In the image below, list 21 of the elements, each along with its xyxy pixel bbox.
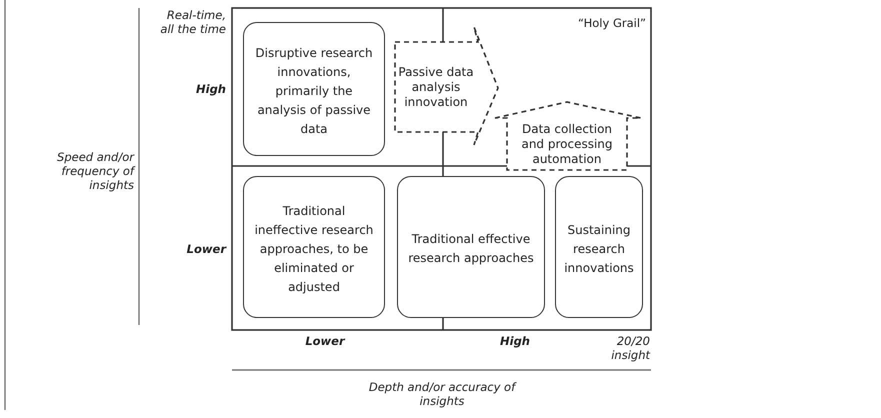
axis-end-label: 20/20 insight (610, 334, 650, 362)
rounded-box (243, 176, 385, 318)
axis-tick-label: Lower (304, 334, 346, 348)
axis-title: Speed and/or frequency of insights (56, 150, 134, 192)
axis-tick-label: High (499, 334, 531, 348)
rounded-box (243, 22, 385, 156)
node-text: Passive data analysis innovation (398, 64, 474, 110)
axis-end-label: Real-time, all the time (159, 8, 226, 36)
axis-title: Depth and/or accuracy of insights (368, 380, 518, 408)
rounded-box (397, 176, 545, 318)
dashed-house-shape (493, 100, 643, 172)
axis-tick-label: High (195, 82, 226, 96)
node-text: Disruptive research innovations, primarily the analysis of passive data (255, 46, 373, 136)
node-text: Traditional effective research approaches (408, 232, 534, 265)
dashed-arrow-shape (393, 26, 501, 146)
rounded-box (555, 176, 643, 318)
node-text: Data collection and processing automation (520, 122, 614, 166)
node-text: Sustaining research innovations (564, 222, 634, 274)
axis-tick-label: Lower (186, 242, 226, 256)
quadrant-label: “Holy Grail” (577, 16, 646, 30)
node-text: Traditional ineffective research approaches, to be eliminated or adjusted (254, 204, 374, 294)
